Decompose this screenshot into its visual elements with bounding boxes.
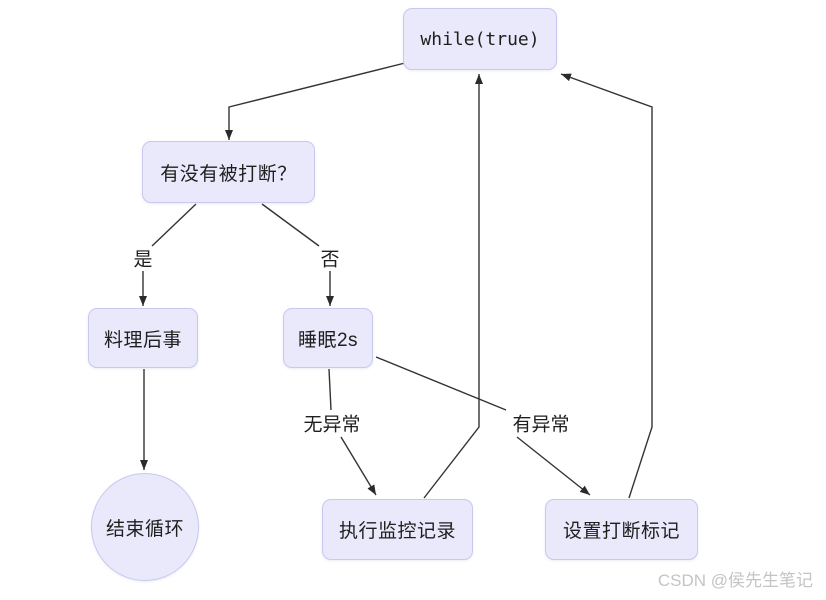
edge-sleep-to-hasexc	[375, 356, 507, 411]
edge-label-no-exception: 无异常	[303, 414, 361, 436]
node-set-interrupt-flag: 设置打断标记	[545, 499, 698, 560]
node-sleep-2s: 睡眠2s	[283, 308, 373, 368]
edge-sleep-to-noexc	[328, 368, 332, 411]
edge-label-has-exception: 有异常	[512, 414, 570, 436]
edge-setflag-to-while	[560, 73, 653, 499]
edge-decision-to-no	[261, 203, 320, 247]
edge-label-no: 否	[320, 249, 340, 271]
edge-decision-to-yes	[151, 203, 197, 247]
node-run-monitor-record: 执行监控记录	[322, 499, 473, 560]
edge-while-to-decision	[225, 62, 406, 140]
edge-hasexc-to-setflag	[516, 436, 591, 496]
node-handle-aftermath: 料理后事	[88, 308, 198, 368]
watermark: CSDN @侯先生笔记	[657, 571, 813, 590]
edge-noexc-to-monitor	[340, 436, 377, 496]
edge-monitor-to-while	[423, 74, 483, 499]
edge-label-yes: 是	[133, 249, 153, 271]
node-while-true: while(true)	[403, 8, 557, 70]
node-interrupted-question: 有没有被打断？	[142, 141, 315, 203]
node-end-loop: 结束循环	[91, 473, 199, 581]
